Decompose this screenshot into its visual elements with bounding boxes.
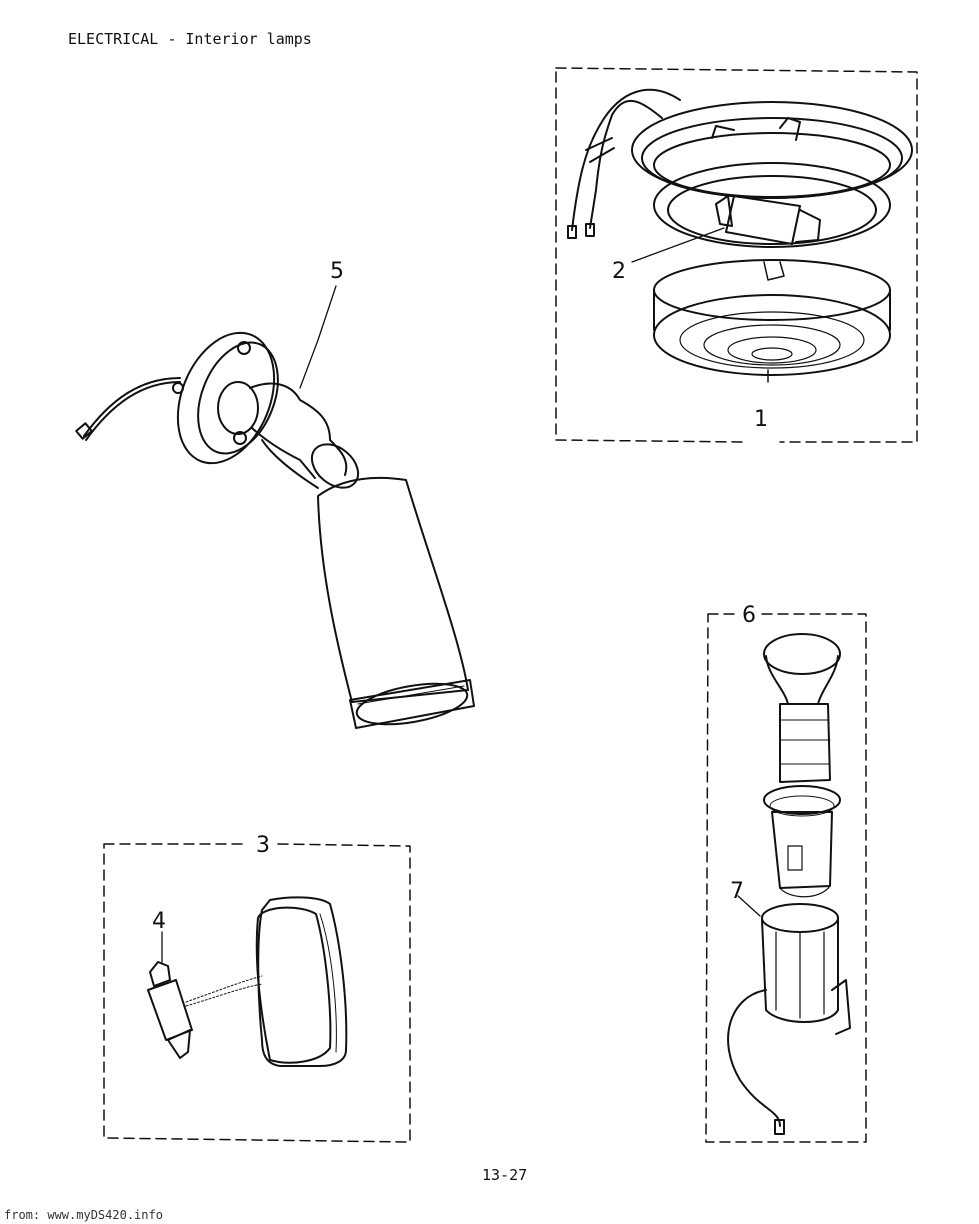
dome-lamp-festoon-bulb	[715, 195, 821, 245]
spot-lamp-swivel	[310, 443, 360, 489]
courtesy-lamp-light-rays	[185, 975, 263, 1007]
spot-lamp-lens	[355, 682, 469, 726]
dome-lamp-wire-terminal-b	[585, 223, 595, 237]
dome-lamp-assembly	[555, 67, 918, 443]
courtesy-lamp-assembly	[103, 843, 411, 1143]
dome-lamp-wire-terminal-a	[567, 225, 577, 239]
dome-lamp-wire-sleeve	[585, 137, 615, 163]
dome-lamp-contact-clip	[711, 117, 801, 141]
spot-lamp-screw-hole	[172, 382, 184, 394]
cigar-lighter-lamp-assembly	[705, 613, 867, 1143]
dome-lamp-wire-b	[571, 88, 681, 231]
cigar-lighter-lamp-ring	[761, 903, 839, 933]
callout-4: 4	[152, 909, 166, 934]
cigar-lighter-clip	[831, 979, 851, 1035]
cigar-lighter-wire	[727, 989, 781, 1127]
spot-lamp-bezel	[349, 679, 475, 729]
cigar-lighter-flange	[763, 785, 841, 815]
source-watermark: from: www.myDS420.info	[4, 1208, 163, 1222]
cigar-lighter-wire-terminal	[774, 1119, 785, 1135]
page-number: 13-27	[482, 1166, 528, 1184]
callout-5: 5	[330, 259, 344, 284]
courtesy-lamp-festoon-bulb	[147, 961, 193, 1059]
cigar-lighter-barrel	[779, 703, 831, 783]
page-title: ELECTRICAL - Interior lamps	[68, 30, 312, 48]
dome-lamp-frame	[555, 67, 918, 443]
spot-lamp-inner-wire	[261, 439, 319, 489]
spot-lamp-body	[317, 476, 469, 703]
callout-2: 2	[612, 259, 626, 284]
callout-1: 1	[754, 407, 768, 432]
spot-lamp-wire-terminal	[75, 422, 93, 440]
callout-3: 3	[256, 833, 270, 858]
callout-6: 6	[742, 603, 756, 628]
cigar-lighter-frame	[705, 613, 867, 1143]
spot-lamp-ball-joint	[217, 381, 259, 435]
spot-lamp-screw-hole	[233, 431, 247, 445]
dome-lamp-diffuser-lens	[653, 259, 891, 383]
dome-lamp-reflector	[653, 162, 891, 248]
spot-lamp-wall-flange	[176, 331, 276, 465]
dome-lamp-wire-a	[589, 99, 663, 229]
courtesy-lamp-frame	[103, 843, 411, 1143]
spot-lamp-assembly	[75, 285, 475, 729]
cigar-lighter-knob	[763, 633, 841, 675]
callout-7-leader	[737, 895, 761, 917]
callout-7: 7	[730, 879, 744, 904]
callout-2-leader	[631, 227, 725, 263]
spot-lamp-screw-hole	[237, 341, 251, 355]
courtesy-lamp-lens	[255, 906, 332, 1064]
callout-5-leader	[299, 285, 337, 389]
spot-lamp-wire	[83, 377, 181, 437]
